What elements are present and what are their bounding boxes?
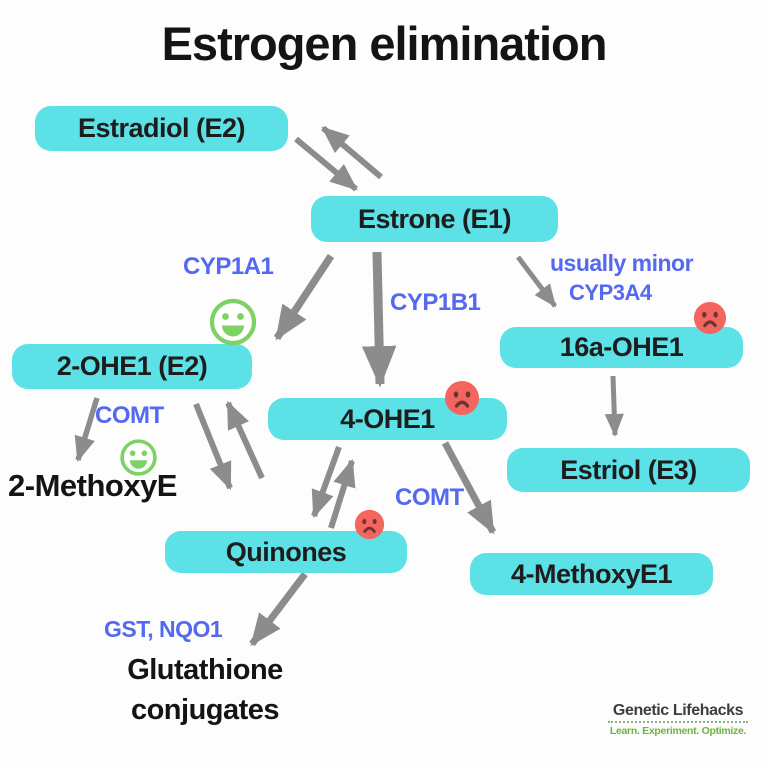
node-2ohe1-label: 2-OHE1 (E2) (56, 351, 208, 381)
sad-face-icon (693, 301, 727, 335)
arrow-quinones-to-4ohe1 (328, 458, 356, 529)
node-2methoxye: 2-MethoxyE (8, 468, 177, 503)
node-glutathione-conjugates: Glutathione conjugates (127, 654, 283, 726)
logo-dotted-divider (608, 721, 748, 723)
node-estrone-label: Estrone (E1) (357, 203, 512, 234)
enzyme-label-cyp1a1: CYP1A1 (183, 253, 274, 280)
enzyme-label-usually-minor: usually minor (550, 250, 694, 276)
node-4ohe1-label: 4-OHE1 (340, 403, 435, 434)
arrow-estrone-to-16aohe1 (516, 255, 557, 308)
smiley-face-icon (208, 297, 258, 347)
enzyme-label-cyp1b1: CYP1B1 (390, 289, 481, 316)
node-quinones-label: Quinones (225, 536, 347, 567)
arrow-estradiol-to-estrone (294, 136, 358, 192)
arrow-quinones-to-2ohe1 (225, 400, 265, 480)
sad-face-icon (444, 380, 480, 416)
logo-name: Genetic Lifehacks (612, 702, 744, 719)
arrow-estrone-to-2ohe1 (273, 253, 335, 341)
arrow-4ohe1-to-quinones (311, 445, 342, 519)
page-title: Estrogen elimination (161, 17, 608, 70)
arrow-quinones-to-glutathione (249, 571, 308, 647)
arrow-2ohe1-to-2methoxye (74, 397, 100, 463)
enzyme-label-cyp3a4: CYP3A4 (569, 280, 652, 305)
arrow-2ohe1-to-quinones (193, 402, 233, 491)
node-16aohe1: 16a-OHE1 (500, 327, 743, 368)
enzyme-label-comt-left: COMT (95, 402, 164, 429)
node-4methoxye1-label: 4-MethoxyE1 (510, 558, 673, 589)
node-2ohe1: 2-OHE1 (E2) (12, 344, 252, 389)
logo: Genetic Lifehacks Learn. Experiment. Opt… (604, 702, 752, 737)
arrow-estrone-to-4ohe1 (361, 251, 397, 388)
arrow-4ohe1-to-4methoxye1 (441, 441, 497, 535)
node-estriol: Estriol (E3) (507, 448, 750, 492)
sad-face-icon (354, 509, 385, 540)
node-estradiol-label: Estradiol (E2) (77, 113, 246, 143)
enzyme-label-gst-nqo1: GST, NQO1 (104, 616, 223, 642)
node-estrone: Estrone (E1) (311, 196, 558, 242)
node-estradiol: Estradiol (E2) (35, 106, 288, 151)
node-16aohe1-label: 16a-OHE1 (559, 332, 684, 362)
smiley-face-icon (119, 438, 158, 477)
arrow-estrone-to-estradiol (321, 125, 383, 180)
enzyme-label-comt-mid: COMT (395, 484, 464, 511)
node-estriol-label: Estriol (E3) (560, 454, 697, 485)
node-4methoxye1: 4-MethoxyE1 (470, 553, 713, 595)
arrow-16aohe1-to-estriol (604, 375, 624, 437)
logo-tagline: Learn. Experiment. Optimize. (609, 725, 747, 737)
